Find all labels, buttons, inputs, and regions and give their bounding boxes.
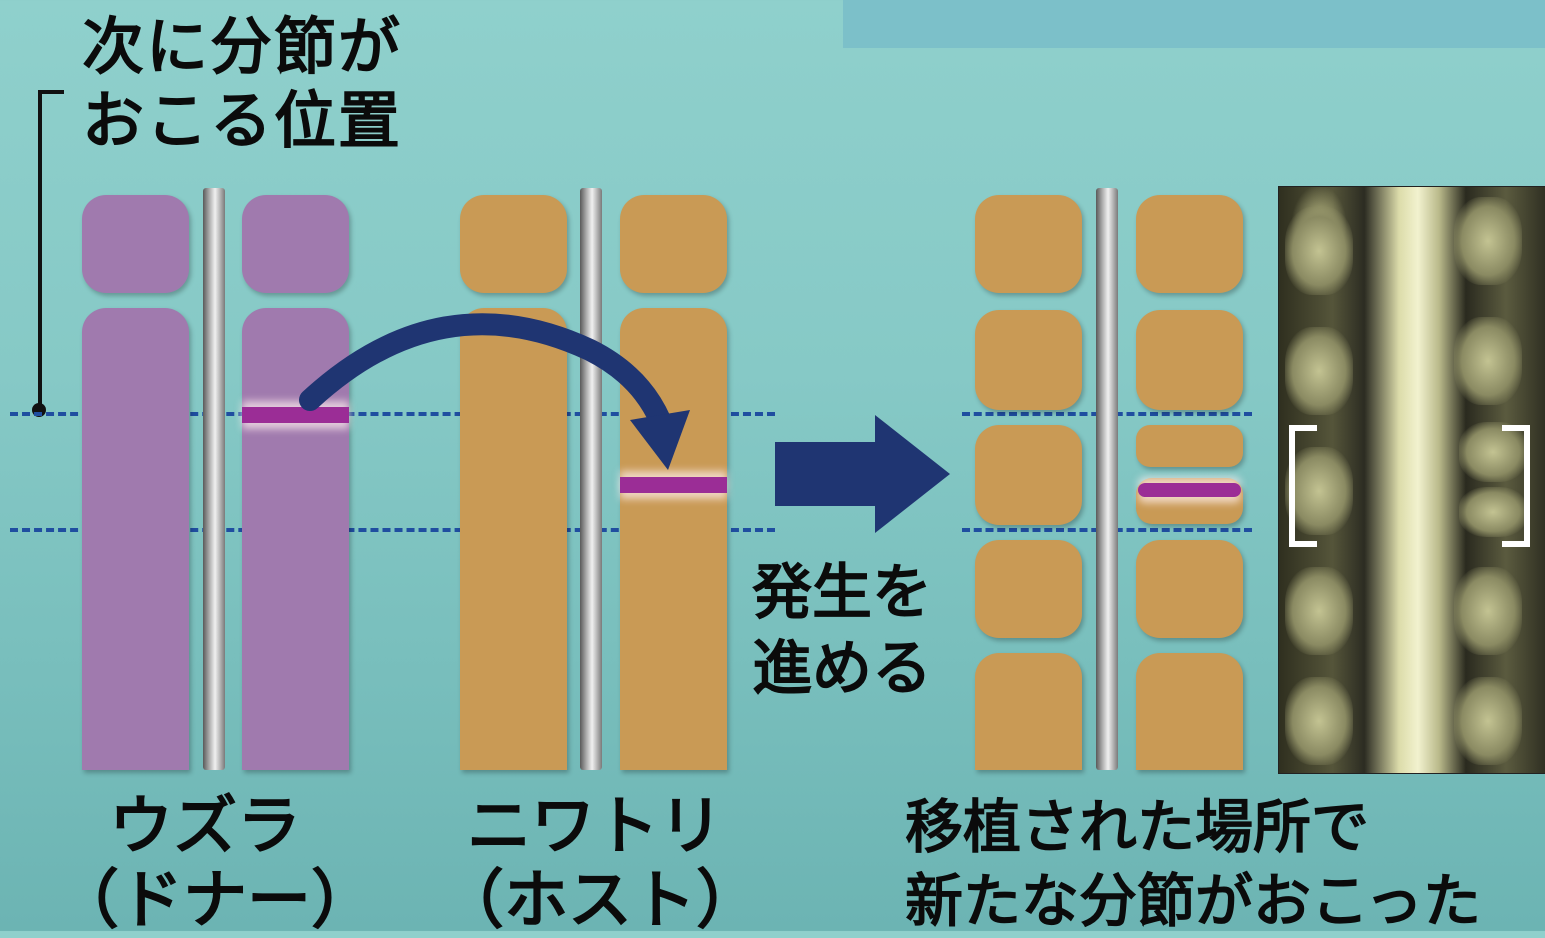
lower-dashed-line-left [10, 528, 775, 532]
result-neural-tube [1096, 188, 1118, 770]
chicken-role: （ホスト） [440, 864, 760, 938]
result-left-psm [975, 653, 1082, 770]
result-right-small-somite [1136, 425, 1243, 467]
result-right-somite-1 [1136, 195, 1243, 293]
result-label: 移植された場所で 新たな分節がおこった [905, 790, 1545, 938]
result-right-somite-4 [1136, 540, 1243, 638]
result-line-1: 移植された場所で [905, 793, 1370, 861]
develop-line-2: 進める [752, 634, 932, 704]
top-banner [843, 0, 1545, 48]
chicken-name: ニワトリ [467, 790, 723, 864]
develop-arrow-icon [775, 415, 950, 533]
chicken-label: ニワトリ （ホスト） [440, 790, 760, 938]
chicken-left-psm [460, 308, 567, 770]
chicken-left-somite [460, 195, 567, 293]
chicken-right-somite [620, 195, 727, 293]
quail-right-somite [242, 195, 349, 293]
result-transplant-band [1138, 483, 1241, 497]
callout-leader-line [38, 90, 42, 410]
result-left-somite-2 [975, 310, 1082, 410]
quail-role: （ドナー） [55, 864, 375, 938]
quail-name: ウズラ [109, 790, 301, 864]
callout-line-1: 次に分節が [82, 10, 403, 83]
embryo-micrograph [1278, 186, 1545, 774]
quail-left-psm [82, 308, 189, 770]
result-right-somite-2 [1136, 310, 1243, 410]
right-bracket-marker [1502, 425, 1530, 547]
result-left-somite-4 [975, 540, 1082, 638]
callout-bracket-tick [38, 90, 64, 94]
develop-line-1: 発生を [752, 558, 932, 628]
callout-line-2: おこる位置 [82, 84, 403, 157]
develop-label: 発生を 進める [752, 555, 932, 707]
result-left-somite-1 [975, 195, 1082, 293]
result-line-2: 新たな分節がおこった [905, 867, 1481, 935]
left-bracket-marker [1289, 425, 1317, 547]
chicken-neural-tube [580, 188, 602, 770]
chicken-transplant-band [620, 477, 727, 493]
quail-neural-tube [203, 188, 225, 770]
segment-position-label: 次に分節が おこる位置 [82, 10, 402, 158]
quail-label: ウズラ （ドナー） [55, 790, 375, 938]
upper-dashed-line-left [10, 412, 775, 416]
quail-donor-band [242, 407, 349, 423]
result-left-somite-3 [975, 425, 1082, 525]
result-right-psm [1136, 653, 1243, 770]
quail-left-somite [82, 195, 189, 293]
